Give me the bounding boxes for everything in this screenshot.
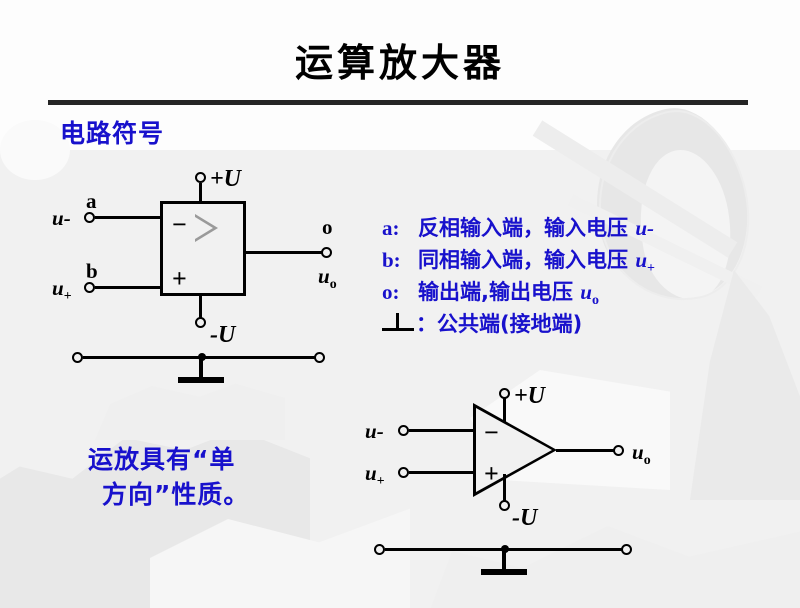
legend-text-b: 同相输入端，输入电压 [418,248,636,272]
label-terminal-b: b [86,259,98,283]
voltage-symbol-u-minus-box: u [52,206,64,230]
terminal-noninverting-input-tri[interactable] [398,467,409,478]
voltage-subscript-u-plus-box: + [63,288,72,304]
ground-bar-box [178,377,224,383]
terminal-output-box[interactable] [321,247,332,258]
terminal-inverting-input-tri[interactable] [398,425,409,436]
wire-output-tri [556,449,617,452]
inverting-input-sign-box: − [172,210,187,239]
wire-noninverting-input-tri [409,471,474,474]
wire-supply-negative-tri [503,474,506,502]
legend-row-b: b: 同相输入端，输入电压 u+ [382,244,792,276]
note-line-1: 运放具有“单 [88,445,236,474]
legend-row-o: o: 输出端,输出电压 uo [382,276,792,308]
voltage-subscript-uo-box: o [329,276,337,292]
terminal-ground-left-box[interactable] [72,352,83,363]
terminal-supply-positive-box[interactable] [195,172,206,183]
voltage-subscript-uo-tri: o [643,452,651,468]
label-voltage-uo-box: uo [318,264,337,292]
wire-supply-negative-box [199,294,202,318]
opamp-body-triangle: − + [473,403,557,498]
wire-inverting-input-tri [409,429,474,432]
noninverting-input-sign-box: + [172,264,187,293]
label-supply-positive-box: +U [210,166,242,192]
wire-output-box [245,251,325,254]
legend-list: a:反相输入端，输入电压 u- b:同相输入端，输入电压 u+ o:输出端,输出… [382,212,792,340]
legend-key-a: a: [382,216,400,240]
legend-text-o: 输出端,输出电压 [418,280,581,304]
legend-subscript-o: o [591,293,599,309]
voltage-symbol-u-plus-tri: u [365,461,377,485]
terminal-ground-right-box[interactable] [314,352,325,363]
legend-text-ground: ：公共端(接地端) [416,312,583,336]
label-voltage-u-plus-tri: u+ [365,461,385,489]
voltage-symbol-u-plus-box: u [52,276,64,300]
legend-symbol-a: u [635,216,647,240]
legend-text-a: 反相输入端，输入电压 [418,216,636,240]
ground-bar-tri [481,569,527,575]
section-heading-circuit-symbol: 电路符号 [60,119,165,148]
label-supply-negative-box: -U [210,322,236,348]
label-voltage-u-minus-tri: u- [365,419,384,444]
title-underline-rule [48,100,748,105]
voltage-subscript-u-minus-box: - [63,206,71,230]
voltage-symbol-uo-box: u [318,264,330,288]
terminal-ground-left-tri[interactable] [374,544,385,555]
voltage-symbol-u-minus-tri: u [365,419,377,443]
terminal-inverting-input-box[interactable] [84,212,95,223]
ground-icon-bar [382,328,414,331]
ground-icon-stem [396,313,399,330]
wire-supply-positive-box [199,183,202,203]
label-supply-negative-tri: -U [512,505,538,531]
opamp-body-rectangle: − + [160,201,246,296]
terminal-supply-negative-tri[interactable] [499,500,510,511]
noninverting-input-sign-tri: + [484,459,499,488]
label-voltage-uo-tri: uo [632,440,651,468]
inverting-input-sign-tri: − [484,418,499,447]
terminal-output-tri[interactable] [613,445,624,456]
ground-stem-box [199,357,203,379]
legend-row-ground: ：公共端(接地端) [382,308,792,340]
legend-symbol-b: u [635,248,647,272]
note-line-2: 方向”性质。 [102,480,250,509]
legend-symbol-o: u [580,280,592,304]
voltage-symbol-uo-tri: u [632,440,644,464]
wire-inverting-input-box [95,216,161,219]
voltage-subscript-u-plus-tri: + [376,473,385,489]
note-unidirectional-property: 运放具有“单 方向”性质。 [88,442,318,512]
background-watermark-ridge [95,383,285,440]
wire-noninverting-input-box [95,286,161,289]
opamp-triangle-fill [476,408,552,492]
legend-key-b: b: [382,248,401,272]
terminal-supply-negative-box[interactable] [195,317,206,328]
ground-icon [382,313,416,333]
legend-subscript-a: - [647,216,654,240]
label-voltage-u-plus-box: u+ [52,276,72,304]
terminal-noninverting-input-box[interactable] [84,282,95,293]
amplifier-triangle-icon-fill [195,217,213,239]
label-voltage-u-minus-box: u- [52,206,71,231]
terminal-ground-right-tri[interactable] [621,544,632,555]
page-title: 运算放大器 [294,41,505,85]
legend-key-o: o: [382,280,400,304]
legend-row-a: a: 反相输入端，输入电压 u- [382,212,792,244]
label-terminal-a: a [86,189,97,213]
ground-stem-tri [502,549,506,571]
label-terminal-o: o [322,215,333,239]
voltage-subscript-u-minus-tri: - [376,419,384,443]
legend-subscript-b: + [647,261,655,277]
